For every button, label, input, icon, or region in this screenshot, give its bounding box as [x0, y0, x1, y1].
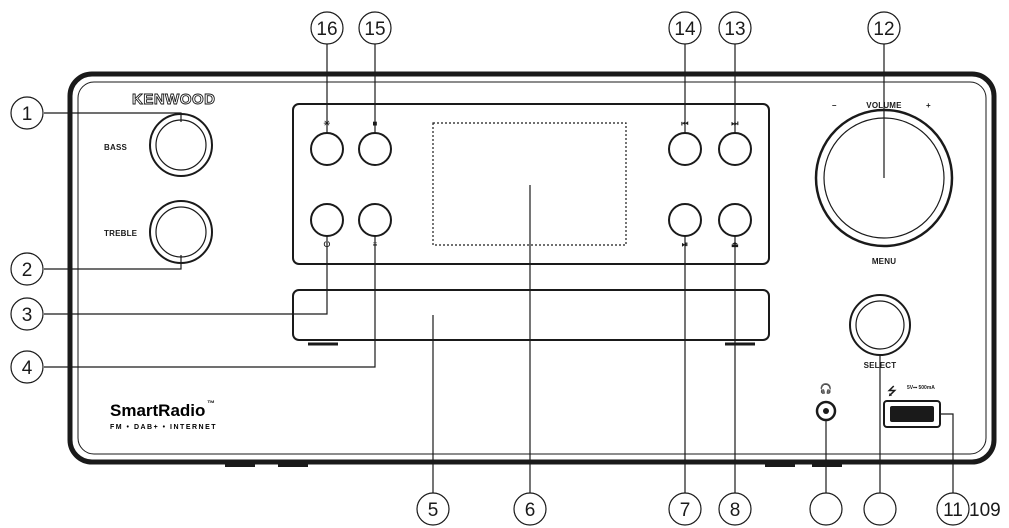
stop-button[interactable] — [358, 132, 392, 166]
cd-slot — [292, 289, 770, 346]
bass-knob-inner — [155, 119, 207, 171]
callout-3 — [10, 297, 44, 331]
svg-text:3: 3 — [22, 305, 33, 326]
favourite-button[interactable] — [310, 132, 344, 166]
svg-text:14: 14 — [674, 19, 696, 40]
svg-text:6: 6 — [525, 500, 536, 521]
trailing-callout-numbers: 109 — [969, 500, 1001, 521]
treble-knob-inner — [155, 206, 207, 258]
select-knob[interactable] — [849, 294, 911, 356]
callout-6 — [513, 492, 547, 526]
callout-1 — [10, 96, 44, 130]
svg-text:1: 1 — [22, 104, 33, 125]
svg-text:4: 4 — [22, 358, 33, 379]
callout-9 — [809, 492, 843, 526]
chassis-feet — [225, 462, 842, 467]
callout-12 — [867, 11, 901, 45]
headphone-jack-hole — [823, 408, 829, 414]
svg-text:11: 11 — [943, 500, 963, 521]
headphone-icon: 🎧 — [820, 382, 833, 395]
display-screen — [432, 122, 627, 246]
callout-markers: 1 2 3 4 5 6 7 8 11 12 13 14 15 16 — [10, 11, 970, 526]
callout-15 — [358, 11, 392, 45]
bass-knob[interactable] — [149, 113, 213, 177]
control-panel-bezel — [292, 103, 770, 265]
callout-16 — [310, 11, 344, 45]
kenwood-logo: KENWOOD — [131, 90, 229, 108]
callout-14 — [668, 11, 702, 45]
svg-text:2: 2 — [22, 260, 33, 281]
previous-track-button[interactable] — [668, 132, 702, 166]
callout-2 — [10, 252, 44, 286]
callout-4 — [10, 350, 44, 384]
callout-7 — [668, 492, 702, 526]
callout-10 — [863, 492, 897, 526]
treble-label: TREBLE — [104, 229, 138, 238]
svg-text:13: 13 — [724, 19, 745, 40]
svg-text:15: 15 — [364, 19, 385, 40]
smartradio-branding: SmartRadio ™ FM • DAB+ • INTERNET — [110, 399, 217, 431]
svg-text:8: 8 — [730, 500, 741, 521]
radio-chassis — [67, 71, 997, 465]
callout-5 — [416, 492, 450, 526]
treble-knob[interactable] — [149, 200, 213, 264]
bass-label: BASS — [104, 143, 127, 152]
callout-11 — [936, 492, 970, 526]
menu-label: MENU — [872, 257, 896, 266]
usb-port-insert — [890, 406, 934, 422]
callout-13 — [718, 11, 752, 45]
svg-text:™: ™ — [207, 399, 215, 408]
callout-8 — [718, 492, 752, 526]
volume-plus: + — [926, 101, 931, 110]
svg-text:FM • DAB+ • INTERNET: FM • DAB+ • INTERNET — [110, 424, 217, 431]
svg-text:16: 16 — [316, 19, 337, 40]
svg-text:12: 12 — [873, 19, 894, 40]
svg-text:5: 5 — [428, 500, 439, 521]
next-track-button[interactable] — [718, 132, 752, 166]
usb-icon: ⭍ — [887, 385, 897, 398]
svg-text:SmartRadio: SmartRadio — [110, 401, 205, 420]
callout-leader-lines — [44, 42, 954, 493]
eject-button[interactable] — [718, 203, 752, 237]
volume-minus: – — [832, 101, 837, 110]
select-knob-inner — [855, 300, 905, 350]
play-pause-button[interactable] — [668, 203, 702, 237]
mode-button[interactable] — [358, 203, 392, 237]
power-button[interactable] — [310, 203, 344, 237]
svg-text:7: 7 — [680, 500, 691, 521]
svg-text:KENWOOD: KENWOOD — [132, 91, 216, 108]
usb-rating: 5V⎓ 500mA — [907, 385, 935, 391]
